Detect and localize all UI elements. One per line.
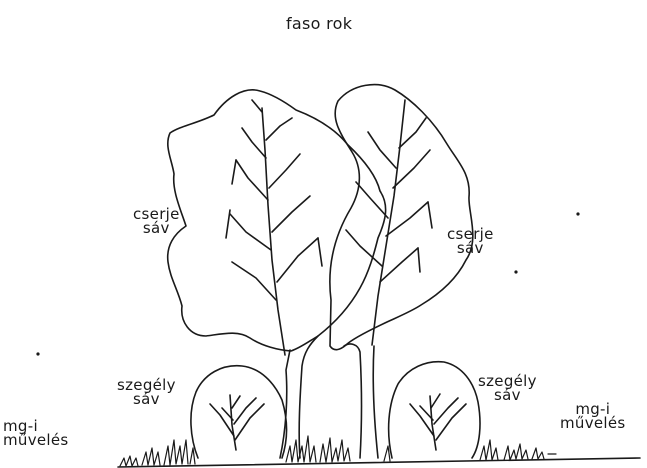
edge-strip-label-right-line2: sáv: [478, 388, 537, 402]
agriculture-label-left: mg-i művelés: [3, 419, 69, 447]
edge-strip-label-right: szegély sáv: [478, 374, 537, 402]
edge-strip-label-left: szegély sáv: [117, 378, 176, 406]
shrub-strip-label-right: cserje sáv: [447, 227, 494, 255]
agriculture-label-left-line2: művelés: [3, 433, 69, 447]
agriculture-label-right: mg-i művelés: [560, 402, 626, 430]
ground-line: [118, 458, 640, 467]
edge-strip-label-left-line2: sáv: [117, 392, 176, 406]
shrub-strip-label-left-line2: sáv: [133, 221, 180, 235]
left-shrub: [191, 366, 287, 458]
shrub-strip-label-left: cserje sáv: [133, 207, 180, 235]
right-tree-canopy: [330, 85, 473, 350]
right-tree-trunk: [344, 344, 362, 458]
grass: [120, 436, 556, 466]
diagram-title: faso rok: [286, 17, 352, 31]
shrub-strip-label-right-line2: sáv: [447, 241, 494, 255]
agriculture-label-right-line2: művelés: [560, 416, 626, 430]
